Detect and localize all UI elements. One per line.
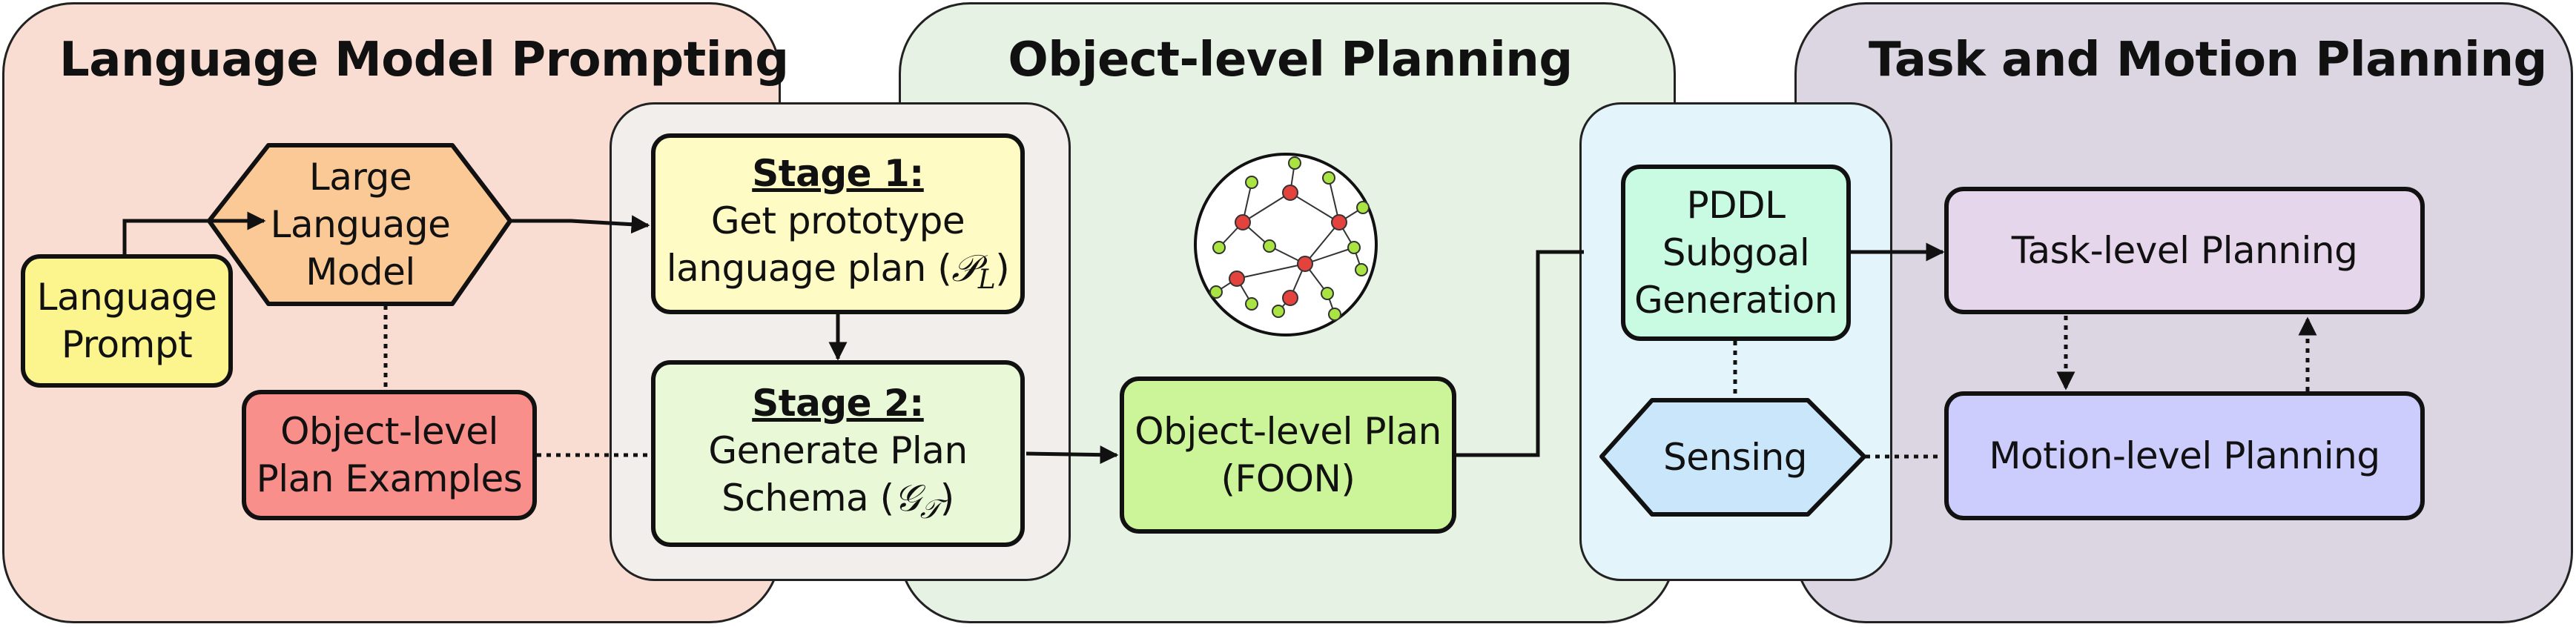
stage1-line-2: language plan ( [666, 247, 952, 291]
stage2-line-1: Generate Plan [708, 429, 968, 473]
plan-examples-line-2: Plan Examples [256, 457, 523, 500]
stage2-box: Stage 2: Generate Plan Schema (𝒢𝒯) [651, 360, 1025, 547]
arrow-stage2-to-object-plan [1026, 445, 1119, 465]
object-plan-box: Object-level Plan (FOON) [1120, 376, 1456, 534]
pddl-box: PDDL Subgoal Generation [1621, 165, 1851, 341]
stage2-subscript: 𝒯 [919, 494, 941, 525]
stage1-line-1: Get prototype [710, 199, 965, 243]
llm-line-1: Large [308, 156, 412, 199]
stage1-close: ) [995, 247, 1010, 291]
llm-label: Large Language Model [245, 148, 476, 301]
stage1-box: Stage 1: Get prototype language plan (𝒫L… [651, 133, 1025, 314]
pddl-line-3: Generation [1634, 279, 1837, 322]
sensing-hexagon [1599, 398, 1866, 517]
llm-line-3: Model [306, 251, 415, 293]
section-title-prompting: Language Model Prompting [59, 33, 789, 87]
line-object-plan-to-tamp [1456, 250, 1584, 457]
stage1-subscript: L [977, 265, 996, 296]
language-prompt-line-1: Language [36, 276, 217, 319]
section-title-tamp: Task and Motion Planning [1869, 33, 2547, 87]
plan-examples-line-1: Object-level [280, 410, 498, 453]
stage1-title: Stage 1: [752, 152, 924, 196]
foon-graph-icon [1194, 153, 1378, 336]
section-title-object-planning: Object-level Planning [1008, 33, 1573, 87]
language-prompt-box: Language Prompt [21, 254, 233, 388]
stage2-line-2-wrap: Schema (𝒢𝒯) [721, 474, 954, 527]
stage2-symbol: 𝒢 [894, 477, 921, 520]
object-plan-line-1: Object-level Plan [1135, 410, 1441, 453]
llm-line-2: Language [270, 203, 451, 246]
task-planning-box: Task-level Planning [1944, 187, 2425, 314]
pddl-line-1: PDDL [1686, 184, 1786, 227]
language-prompt-line-2: Prompt [61, 323, 193, 366]
arrow-llm-to-stage1 [510, 215, 650, 234]
stage2-title: Stage 2: [752, 382, 924, 425]
stage1-line-2-wrap: language plan (𝒫L) [667, 245, 1010, 297]
stage2-close: ) [939, 477, 955, 520]
pddl-line-2: Subgoal [1662, 231, 1810, 274]
stage2-line-2: Schema ( [721, 477, 894, 520]
object-plan-line-2: (FOON) [1221, 457, 1355, 500]
stage1-symbol: 𝒫 [951, 247, 978, 291]
sensing-label: Sensing [1662, 436, 1808, 479]
plan-examples-box: Object-level Plan Examples [242, 390, 537, 520]
motion-planning-box: Motion-level Planning [1944, 391, 2425, 520]
arrow-prompt-to-llm [122, 211, 266, 254]
